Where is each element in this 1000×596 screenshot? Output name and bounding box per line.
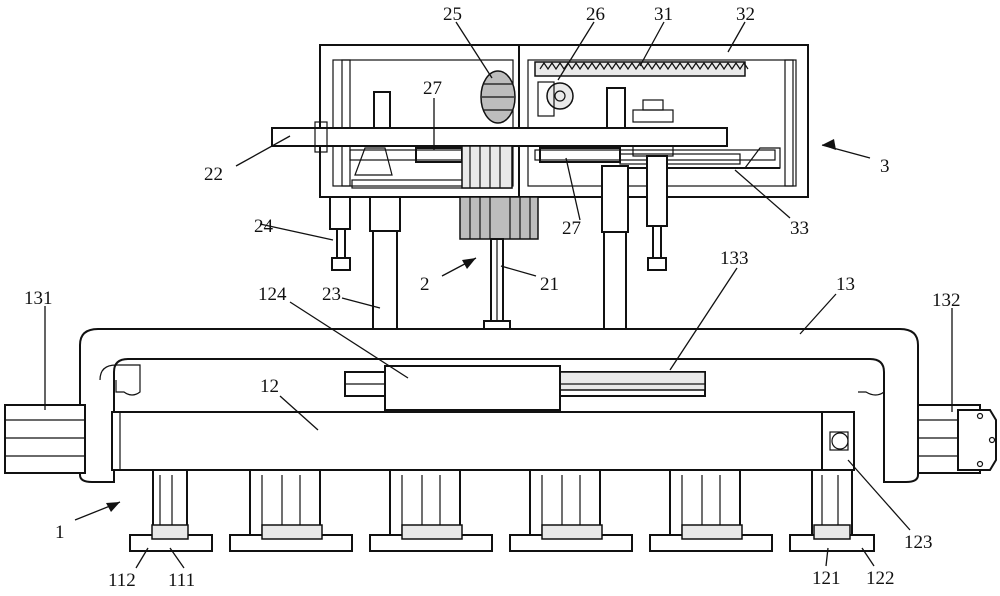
label-131: 131 [24,288,53,309]
label-22: 22 [204,164,223,185]
label-3: 3 [880,156,890,177]
arrowheads [106,139,836,512]
label-27-top: 27 [423,78,442,99]
label-124: 124 [258,284,287,305]
screw-21 [483,238,511,332]
label-112: 112 [108,570,136,591]
label-27-bottom: 27 [562,218,581,239]
slider-124 [384,365,561,411]
gearbox-block [459,145,539,240]
label-132: 132 [932,290,961,311]
motor-25 [480,70,516,124]
cylinder-24-right [646,155,668,271]
reference-labels: 25 26 31 32 27 22 3 24 27 33 133 2 21 13… [24,4,961,591]
slider-27-left [349,147,501,176]
gear-26 [537,81,574,117]
label-133: 133 [720,248,749,269]
right-guide-post [606,87,626,131]
label-2: 2 [420,274,430,295]
label-121: 121 [812,568,841,589]
column-23-right [601,165,629,330]
label-12: 12 [260,376,279,397]
label-26: 26 [586,4,605,25]
label-122: 122 [866,568,895,589]
label-23: 23 [322,284,341,305]
gripper-row [129,469,875,552]
gripper-unit [649,469,773,552]
label-31: 31 [654,4,673,25]
hinge-131 [4,404,86,474]
left-guide-post [373,91,391,131]
gripper-unit [129,469,213,552]
gripper-unit [369,469,493,552]
beam-12 [111,411,823,471]
label-21: 21 [540,274,559,295]
label-123: 123 [904,532,933,553]
label-32: 32 [736,4,755,25]
rack-31 [534,61,749,77]
cylinder-24-left [329,196,351,271]
label-33: 33 [790,218,809,239]
column-23-left [369,196,401,330]
gripper-unit [229,469,353,552]
label-1: 1 [55,522,65,543]
gripper-unit [509,469,633,552]
label-111: 111 [168,570,195,591]
gripper-unit [789,469,875,552]
frame-13 [79,328,919,483]
hinge-132 [917,404,997,474]
label-13: 13 [836,274,855,295]
label-25: 25 [443,4,462,25]
label-24: 24 [254,216,274,237]
